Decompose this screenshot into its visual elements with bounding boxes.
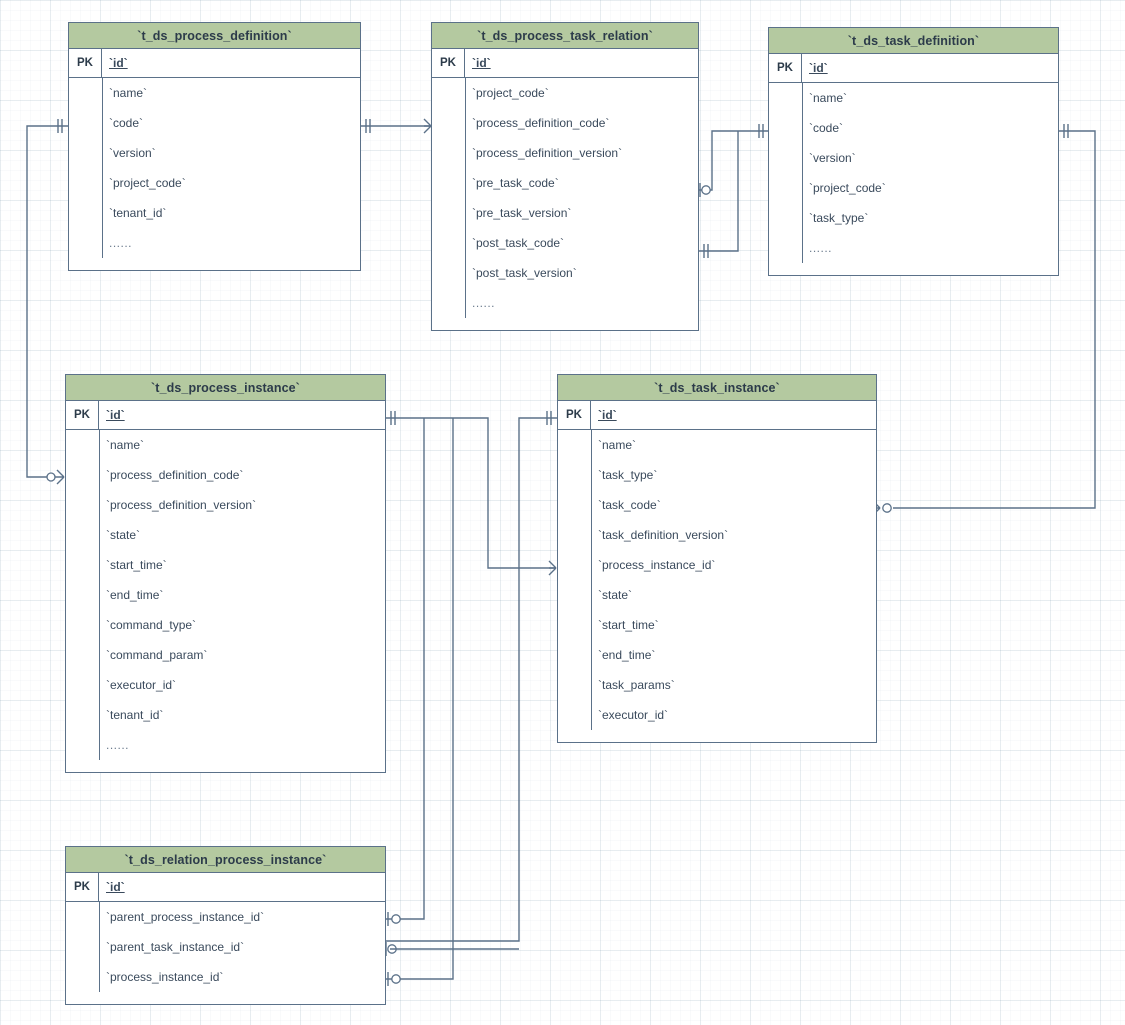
link-pd-code-to-ptr <box>361 118 432 134</box>
entity-title: `t_ds_task_definition` <box>769 28 1058 54</box>
field-list: `name` `task_type` `task_code` `task_def… <box>558 430 876 738</box>
pk-field: `id` <box>106 880 125 894</box>
field-row: `post_task_code` <box>472 236 565 250</box>
field-row: `project_code` <box>472 86 549 100</box>
field-list: `name` `process_definition_code` `proces… <box>66 430 385 768</box>
pk-field: `id` <box>472 56 491 70</box>
pk-field: `id` <box>109 56 128 70</box>
field-row: `code` <box>809 121 844 135</box>
link-rpi-pi-to-pi <box>386 418 454 986</box>
field-row-ellipsis: ...... <box>809 241 833 255</box>
field-row: `name` <box>109 86 148 100</box>
field-row: `process_instance_id` <box>598 558 716 572</box>
link-td-code-to-ti <box>872 124 1096 516</box>
pk-field: `id` <box>809 61 828 75</box>
entity-process-definition[interactable]: `t_ds_process_definition` PK `id` `name`… <box>68 22 361 271</box>
field-row: `project_code` <box>809 181 886 195</box>
field-row: `start_time` <box>598 618 659 632</box>
field-row: `post_task_version` <box>472 266 577 280</box>
pk-badge: PK <box>66 873 99 901</box>
pk-row: PK `id` <box>558 401 876 430</box>
field-row-ellipsis: ...... <box>106 738 130 752</box>
field-row: `executor_id` <box>106 678 177 692</box>
pk-badge: PK <box>432 49 465 77</box>
field-row: `name` <box>809 91 848 105</box>
field-row-ellipsis: ...... <box>472 296 496 310</box>
pk-badge: PK <box>66 401 99 429</box>
field-row: `task_type` <box>809 211 869 225</box>
field-row: `parent_task_instance_id` <box>106 940 245 954</box>
pk-row: PK `id` <box>769 54 1058 83</box>
field-list: `name` `code` `version` `project_code` `… <box>69 78 360 266</box>
field-row: `name` <box>598 438 637 452</box>
field-row: `task_definition_version` <box>598 528 729 542</box>
field-row: `pre_task_version` <box>472 206 572 220</box>
field-row: `version` <box>809 151 856 165</box>
link-ptr-pretask-to-td <box>699 124 768 197</box>
field-row: `process_definition_version` <box>472 146 623 160</box>
link-ti-id-stub <box>385 411 557 956</box>
field-row: `command_type` <box>106 618 197 632</box>
entity-title: `t_ds_process_definition` <box>69 23 360 49</box>
field-list: `parent_process_instance_id` `parent_tas… <box>66 902 385 1000</box>
link-pd-code-to-pi <box>26 119 68 485</box>
field-row: `end_time` <box>106 588 164 602</box>
field-row: `process_definition_code` <box>106 468 244 482</box>
field-row: `executor_id` <box>598 708 669 722</box>
field-row: `version` <box>109 146 156 160</box>
field-row-ellipsis: ...... <box>109 236 133 250</box>
entity-title: `t_ds_relation_process_instance` <box>66 847 385 873</box>
field-list: `project_code` `process_definition_code`… <box>432 78 698 326</box>
entity-task-instance[interactable]: `t_ds_task_instance` PK `id` `name` `tas… <box>557 374 877 743</box>
entity-process-task-relation[interactable]: `t_ds_process_task_relation` PK `id` `pr… <box>431 22 699 331</box>
field-row: `project_code` <box>109 176 186 190</box>
field-row: `state` <box>106 528 141 542</box>
entity-relation-process-instance[interactable]: `t_ds_relation_process_instance` PK `id`… <box>65 846 386 1005</box>
field-row: `state` <box>598 588 633 602</box>
field-row: `task_code` <box>598 498 661 512</box>
pk-field: `id` <box>106 408 125 422</box>
field-row: `parent_process_instance_id` <box>106 910 265 924</box>
pk-row: PK `id` <box>69 49 360 78</box>
entity-title: `t_ds_process_instance` <box>66 375 385 401</box>
field-row: `name` <box>106 438 145 452</box>
field-row: `command_param` <box>106 648 208 662</box>
pk-badge: PK <box>558 401 591 429</box>
link-ptr-posttask-to-td <box>699 131 739 258</box>
field-row: `tenant_id` <box>109 206 167 220</box>
link-rpi-parentpi-to-pi <box>386 418 425 926</box>
field-row: `task_params` <box>598 678 675 692</box>
link-pi-id-to-ti-processinstanceid <box>386 411 557 576</box>
pk-row: PK `id` <box>66 873 385 902</box>
field-list: `name` `code` `version` `project_code` `… <box>769 83 1058 271</box>
field-row: `pre_task_code` <box>472 176 559 190</box>
pk-field: `id` <box>598 408 617 422</box>
pk-badge: PK <box>769 54 802 82</box>
field-row: `process_definition_code` <box>472 116 610 130</box>
field-row: `tenant_id` <box>106 708 164 722</box>
field-row: `task_type` <box>598 468 658 482</box>
entity-process-instance[interactable]: `t_ds_process_instance` PK `id` `name` `… <box>65 374 386 773</box>
field-row: `process_definition_version` <box>106 498 257 512</box>
pk-row: PK `id` <box>432 49 698 78</box>
pk-row: PK `id` <box>66 401 385 430</box>
entity-task-definition[interactable]: `t_ds_task_definition` PK `id` `name` `c… <box>768 27 1059 276</box>
field-row: `end_time` <box>598 648 656 662</box>
entity-title: `t_ds_process_task_relation` <box>432 23 698 49</box>
field-row: `process_instance_id` <box>106 970 224 984</box>
field-row: `start_time` <box>106 558 167 572</box>
field-row: `code` <box>109 116 144 130</box>
entity-title: `t_ds_task_instance` <box>558 375 876 401</box>
pk-badge: PK <box>69 49 102 77</box>
